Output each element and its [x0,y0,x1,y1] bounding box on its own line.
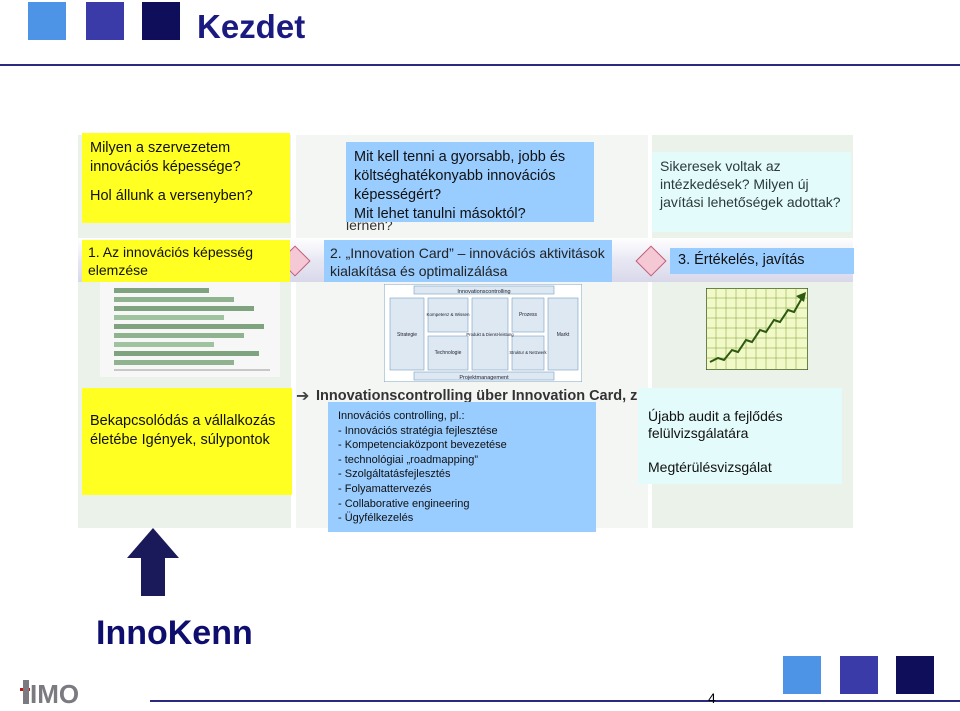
innovation-card-diagram: Innovationscontrolling Strategie Kompete… [384,284,582,382]
controlling-list: - Innovációs stratégia fejlesztése - Kom… [338,424,586,526]
page-number: 4 [708,690,716,706]
controlling-box: Innovációs controlling, pl.: - Innováció… [328,402,596,532]
decor-square-dark [142,2,180,40]
list-item: - Folyamattervezés [338,482,432,495]
decor-square-mid [86,2,124,40]
controlling-title: Innovációs controlling, pl.: [338,410,465,422]
decor-square-mid [840,656,878,694]
diagram-block-technology: Technologie [435,350,462,356]
diagram-block-structure: Struktur & Netzwerk [509,350,547,355]
decor-square-light [28,2,66,40]
question-box-left: Milyen a szervezetem innovációs képesség… [82,133,290,223]
integration-text: Bekapcsolódás a vállalkozás életébe Igén… [90,413,276,448]
imo-logo: IMO [20,679,79,708]
step-1-label: 1. Az innovációs képesség elemzése [88,244,253,278]
decor-square-dark [896,656,934,694]
audit-text: Újabb audit a fejlődés felülvizsgálatára [648,408,783,441]
up-arrow-icon [127,528,179,558]
arrow-right-icon: ➔ [296,388,310,405]
diagram-caption: Innovationscontrolling über Innovation C… [316,388,651,404]
analysis-bar-chart-image [100,282,280,377]
page-title: Kezdet [197,8,306,45]
diagram-block-strategy: Strategie [397,332,417,338]
question-item: Mit kell tenni a gyorsabb, jobb és költs… [354,149,566,203]
question-success: Sikeresek voltak az intézkedések? Milyen… [660,158,841,210]
question-competition: Hol állunk a versenyben? [90,188,253,204]
list-item: - Szolgáltatásfejlesztés [338,468,451,481]
step-3-label: 3. Értékelés, javítás [678,252,805,268]
question-box-right: Sikeresek voltak az intézkedések? Milyen… [652,152,851,232]
diagram-bottom-label: Projektmanagement [459,375,509,381]
up-arrow-shaft [141,556,165,596]
question-item: Mit lehet tanulni másoktól? [354,206,526,222]
list-item: - Kompetenciaközpont bevezetése [338,439,507,452]
decor-square-light [783,656,821,694]
growth-chart-image [706,288,808,370]
question-capability: Milyen a szervezetem innovációs képesség… [90,140,241,175]
innokenn-brand: InnoKenn [96,614,253,652]
step-2-box: 2. „Innovation Card” – innovációs aktivi… [324,240,612,282]
question-box-middle: Mit kell tenni a gyorsabb, jobb és költs… [346,142,594,222]
title-underline [0,64,960,66]
logo-text: IMO [30,679,79,708]
roi-text: Megtérülésvizsgálat [648,459,772,475]
footer-line [150,700,960,702]
list-item: - Ügyfélkezelés [338,512,414,525]
diagram-top-label: Innovationscontrolling [457,289,510,295]
diagram-block-market: Markt [557,332,570,338]
step-2-label: 2. „Innovation Card” – innovációs aktivi… [330,245,605,279]
step-1-box: 1. Az innovációs képesség elemzése [82,240,290,282]
diagram-block-process: Prozess [519,312,538,318]
audit-box: Újabb audit a fejlődés felülvizsgálatára… [638,388,842,484]
list-item: - Innovációs stratégia fejlesztése [338,424,498,437]
diagram-block-product: Produkt & Dienst-leistung [466,332,514,337]
list-item: - technológiai „roadmapping” [338,453,479,466]
step-3-box: 3. Értékelés, javítás [670,248,854,274]
list-item: - Collaborative engineering [338,497,470,510]
integration-box: Bekapcsolódás a vállalkozás életébe Igén… [82,388,292,495]
diagram-block-competence: Kompetenz & Wissen [426,312,470,317]
